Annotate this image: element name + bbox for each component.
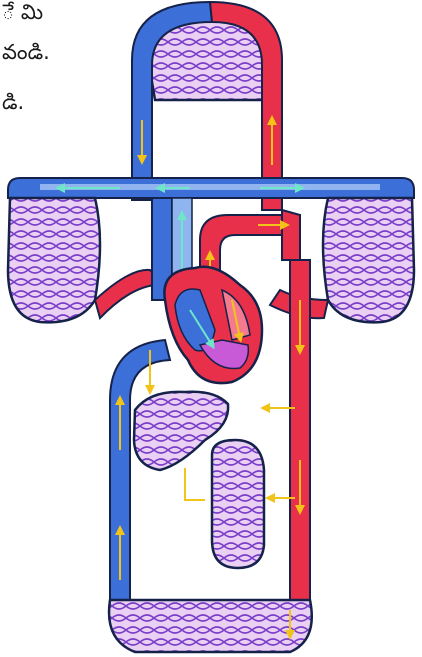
lower-body-capillary-bed — [109, 600, 312, 652]
heart-region — [152, 198, 300, 383]
left-lung-capillary-bed — [8, 198, 100, 322]
intestine-capillary-bed — [212, 440, 264, 568]
right-lung-capillary-bed — [323, 198, 414, 322]
